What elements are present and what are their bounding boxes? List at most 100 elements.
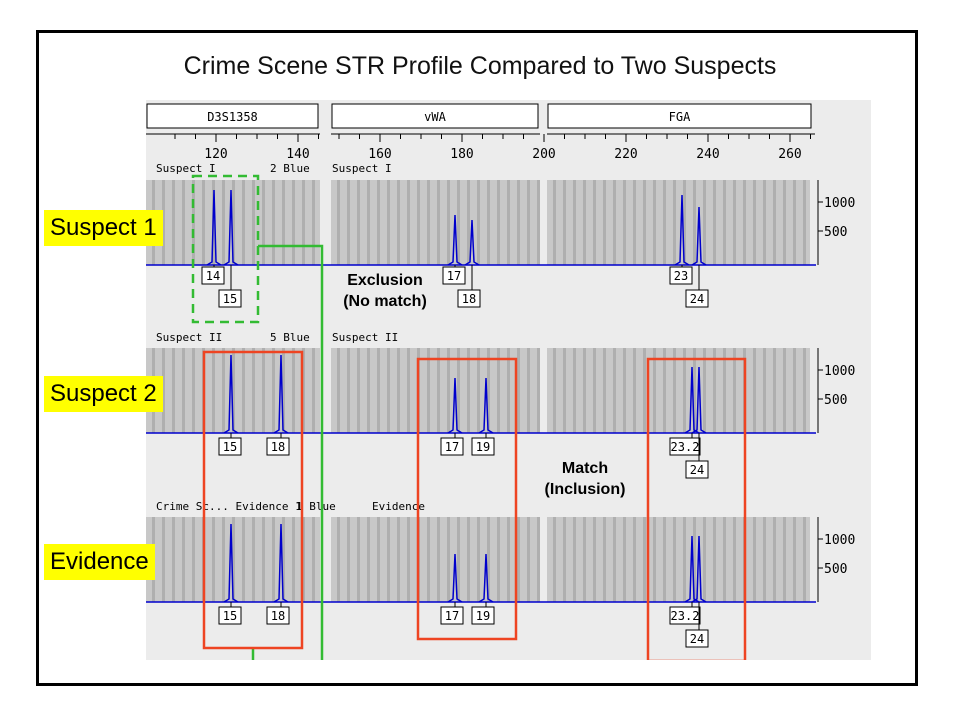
bin-stripe: [553, 517, 556, 602]
allele-peak: [273, 523, 289, 603]
bin-region: [547, 517, 810, 602]
bin-stripe: [663, 517, 666, 602]
bin-stripe: [172, 180, 175, 265]
bin-stripe: [292, 517, 295, 602]
allele-label: 24: [690, 463, 704, 477]
bin-stripe: [487, 517, 490, 602]
bin-stripe: [793, 517, 796, 602]
bin-stripe: [397, 180, 400, 265]
bin-stripe: [477, 517, 480, 602]
bin-stripe: [743, 180, 746, 265]
bin-stripe: [693, 517, 696, 602]
bin-stripe: [437, 180, 440, 265]
bin-stripe: [312, 180, 315, 265]
bin-stripe: [537, 180, 540, 265]
bin-stripe: [527, 348, 530, 433]
bin-stripe: [653, 180, 656, 265]
bin-stripe: [242, 348, 245, 433]
allele-peak: [223, 189, 239, 266]
bin-stripe: [517, 348, 520, 433]
bin-stripe: [643, 180, 646, 265]
row-label-suspect-1: Suspect 1: [44, 210, 163, 246]
bin-stripe: [773, 348, 776, 433]
bin-stripe: [347, 180, 350, 265]
y-tick-label: 500: [824, 225, 847, 240]
bin-stripe: [753, 517, 756, 602]
exclusion-connector: [251, 244, 324, 660]
bin-stripe: [723, 180, 726, 265]
allele-peak: [691, 366, 707, 434]
allele-peak: [464, 219, 480, 266]
bin-stripe: [673, 348, 676, 433]
bin-stripe: [272, 180, 275, 265]
bin-stripe: [212, 517, 215, 602]
allele-label-box: [440, 437, 464, 456]
y-tick-label: 1000: [824, 196, 855, 211]
bin-stripe: [447, 180, 450, 265]
sample-name-secondary: Suspect I: [332, 162, 392, 175]
y-tick-label: 500: [824, 393, 847, 408]
bin-stripe: [517, 517, 520, 602]
bin-stripe: [387, 517, 390, 602]
bin-stripe: [222, 517, 225, 602]
y-tick-label: 500: [824, 562, 847, 577]
bin-stripe: [673, 180, 676, 265]
allele-label-box: [442, 266, 466, 285]
axis-tick-label: 180: [450, 147, 473, 162]
bin-stripe: [282, 517, 285, 602]
bin-stripe: [457, 180, 460, 265]
bin-stripe: [182, 517, 185, 602]
allele-label-box: [669, 437, 701, 456]
bin-stripe: [537, 517, 540, 602]
allele-peak: [478, 553, 494, 603]
match-note: Match (Inclusion): [525, 458, 645, 500]
axis-tick-label: 220: [614, 147, 637, 162]
bin-stripe: [417, 180, 420, 265]
allele-peak: [273, 354, 289, 434]
bin-region: [547, 348, 810, 433]
bin-stripe: [527, 180, 530, 265]
bin-stripe: [302, 517, 305, 602]
allele-peak: [447, 553, 463, 603]
allele-label: 19: [476, 440, 490, 454]
bin-stripe: [603, 517, 606, 602]
allele-peak: [674, 194, 690, 266]
axis-tick-label: 160: [368, 147, 391, 162]
allele-label-box: [218, 437, 242, 456]
bin-stripe: [653, 517, 656, 602]
marker-box: [331, 103, 539, 129]
bin-stripe: [643, 348, 646, 433]
bin-stripe: [367, 180, 370, 265]
bin-stripe: [292, 180, 295, 265]
bin-stripe: [262, 180, 265, 265]
bin-stripe: [713, 348, 716, 433]
bin-stripe: [683, 348, 686, 433]
bin-stripe: [487, 348, 490, 433]
row-label-evidence: Evidence: [44, 544, 155, 580]
bin-stripe: [202, 180, 205, 265]
bin-stripe: [583, 348, 586, 433]
bin-stripe: [613, 348, 616, 433]
bin-stripe: [487, 180, 490, 265]
bin-stripe: [477, 180, 480, 265]
bin-stripe: [282, 180, 285, 265]
allele-label: 15: [223, 292, 237, 306]
bin-stripe: [763, 517, 766, 602]
exclusion-dashed-box: [191, 174, 260, 324]
bin-stripe: [302, 348, 305, 433]
bin-stripe: [397, 517, 400, 602]
bin-stripe: [357, 517, 360, 602]
allele-label: 18: [271, 440, 285, 454]
allele-label-box: [669, 606, 701, 625]
bin-stripe: [623, 348, 626, 433]
bin-stripe: [583, 180, 586, 265]
bin-stripe: [497, 348, 500, 433]
match-note-line2: (Inclusion): [544, 481, 626, 498]
bin-stripe: [457, 517, 460, 602]
bin-stripe: [693, 348, 696, 433]
dye-label: 1 Blue: [296, 500, 336, 513]
bin-stripe: [377, 180, 380, 265]
allele-label: 24: [690, 292, 704, 306]
bin-stripe: [693, 180, 696, 265]
